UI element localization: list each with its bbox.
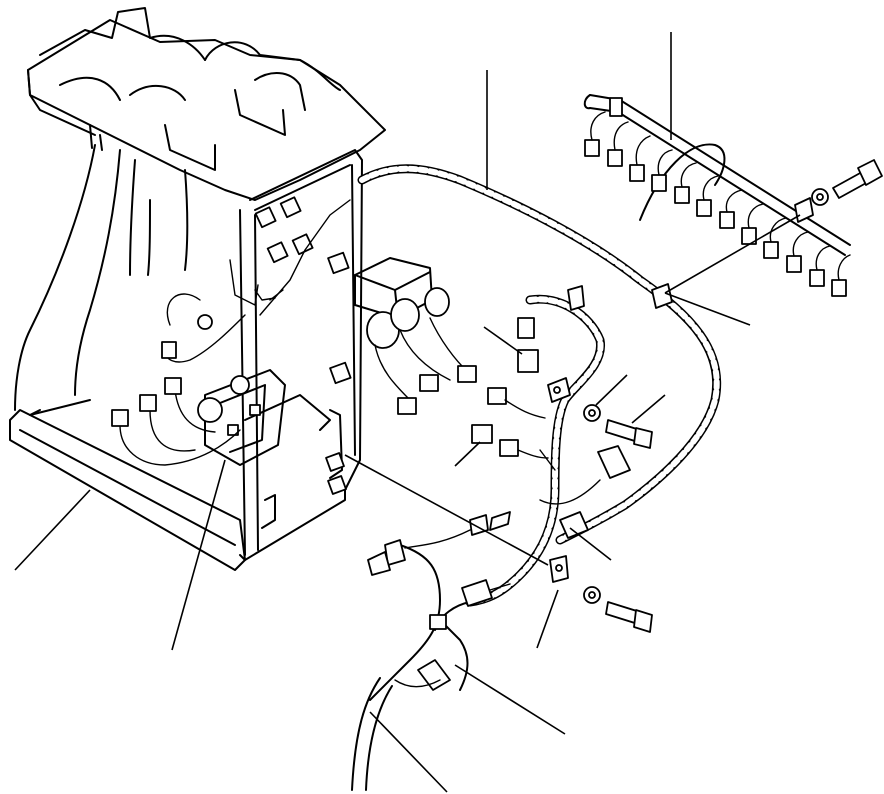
bolt-middle: [606, 420, 652, 448]
bolt-upper: [833, 160, 882, 198]
solenoid-block: [355, 258, 476, 414]
bolt-lower: [606, 602, 652, 632]
leader-loose-connector-a: [484, 327, 522, 354]
clamp-lower: [470, 286, 584, 582]
leader-clamp-upper: [665, 293, 750, 325]
clamp-upper: [548, 284, 672, 402]
loose-connector-a: [518, 350, 538, 372]
leader-sub-harness: [570, 528, 611, 560]
leader-loose-connector-b: [455, 442, 480, 466]
leader-cab-frame: [15, 490, 90, 570]
leader-lines: [15, 32, 800, 792]
fuse-harness: [585, 95, 850, 296]
leader-clamp-lower: [537, 590, 558, 648]
leader-clamp-upper-b: [665, 215, 800, 293]
sub-harness: [470, 299, 601, 602]
main-harness: [362, 169, 717, 540]
leader-bolt-middle: [632, 395, 665, 423]
relay-bracket: [112, 200, 350, 465]
leader-sensor-lead: [370, 712, 447, 792]
leader-washer-middle: [596, 375, 627, 405]
leader-solenoid-block: [345, 455, 548, 565]
loose-connector-b: [472, 425, 492, 443]
leader-branch-cable: [455, 665, 565, 734]
sensor-lead: [352, 580, 510, 790]
leader-relay-bracket: [172, 460, 225, 650]
cab-frame: [10, 8, 385, 570]
branch-cable: [368, 512, 510, 700]
